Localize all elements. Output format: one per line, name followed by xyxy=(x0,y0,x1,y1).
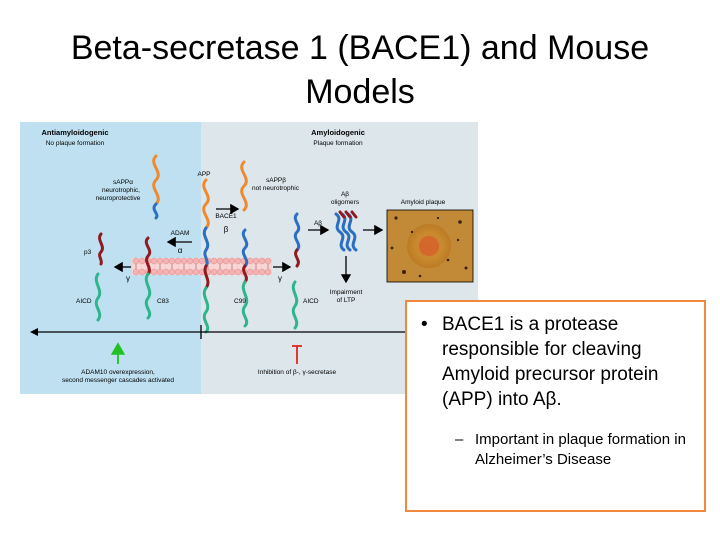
sub-bullet-text: Important in plaque formation in Alzheim… xyxy=(475,431,686,468)
left-panel-heading: Antiamyloidogenic xyxy=(41,128,108,137)
bullet-dash-icon: – xyxy=(455,431,464,448)
sappb-desc: not neurotrophic xyxy=(252,185,300,192)
bace1-pathway-diagram: Antiamyloidogenic No plaque formation Am… xyxy=(20,122,478,394)
cell-membrane xyxy=(132,257,272,276)
app-label: APP xyxy=(197,171,210,178)
abeta-monomer xyxy=(293,212,301,268)
sappa-strand xyxy=(152,154,160,220)
p3-label: p3 xyxy=(84,249,92,256)
sappa-desc-2: neuroprotective xyxy=(96,195,141,202)
sappa-label: sAPPα xyxy=(113,179,133,186)
gamma-right-label: γ xyxy=(278,274,282,283)
sappa-desc-1: neurotrophic, xyxy=(102,187,140,194)
bottom-left-caption-2: second messenger cascades activated xyxy=(62,377,174,384)
process-arrows xyxy=(34,203,465,339)
app-strand xyxy=(202,178,210,334)
abeta-arrow-label: Aβ xyxy=(314,220,322,227)
c99-label: C99 xyxy=(234,298,246,305)
sappb-label: sAPPβ xyxy=(266,177,286,184)
c99-strand xyxy=(241,228,249,328)
summary-callout-box: • BACE1 is a protease responsible for cl… xyxy=(405,300,706,512)
slide-title-line-2: Models xyxy=(305,73,415,111)
c83-label: C83 xyxy=(157,298,169,305)
axis-arrowhead-left xyxy=(30,328,38,336)
left-panel-subheading: No plaque formation xyxy=(46,140,105,147)
amyloid-plaque-image xyxy=(386,209,474,283)
aicd-left-strand xyxy=(94,272,102,322)
beta-label: β xyxy=(224,225,229,234)
aicd-left-label: AICD xyxy=(76,298,92,305)
right-panel-heading: Amyloidogenic xyxy=(311,128,365,137)
abeta-oligomers-label-1: Aβ xyxy=(341,191,349,198)
bace1-label: BACE1 xyxy=(215,213,237,220)
aicd-right-strand xyxy=(291,280,299,330)
bottom-left-caption-1: ADAM10 overexpression, xyxy=(81,369,155,376)
aicd-right-label: AICD xyxy=(303,298,319,305)
bottom-right-caption: Inhibition of β-, γ-secretase xyxy=(258,369,337,376)
main-bullet: • BACE1 is a protease responsible for cl… xyxy=(421,312,701,412)
amyloid-plaque-label: Amyloid plaque xyxy=(401,199,446,206)
c83-strand xyxy=(144,236,152,320)
sappb-strand xyxy=(240,160,248,212)
adam-label: ADAM xyxy=(171,230,190,237)
impairment-label-1: Impairment xyxy=(330,289,363,296)
bullet-dot-icon: • xyxy=(421,314,428,335)
impairment-label-2: of LTP xyxy=(337,297,356,304)
p3-fragment xyxy=(98,232,104,266)
abeta-oligomers xyxy=(334,210,358,252)
inhibition-marker xyxy=(292,345,302,364)
slide-title: Beta-secretase 1 (BACE1) and Mouse Model… xyxy=(0,26,720,114)
abeta-oligomers-label-2: oligomers xyxy=(331,199,360,206)
sub-bullet: – Important in plaque formation in Alzhe… xyxy=(455,430,695,470)
right-panel-subheading: Plaque formation xyxy=(313,140,363,147)
alpha-label: α xyxy=(178,246,183,255)
main-bullet-text: BACE1 is a protease responsible for clea… xyxy=(442,314,659,410)
slide-title-line-1: Beta-secretase 1 (BACE1) and Mouse xyxy=(70,29,650,67)
gamma-left-label: γ xyxy=(126,274,130,283)
